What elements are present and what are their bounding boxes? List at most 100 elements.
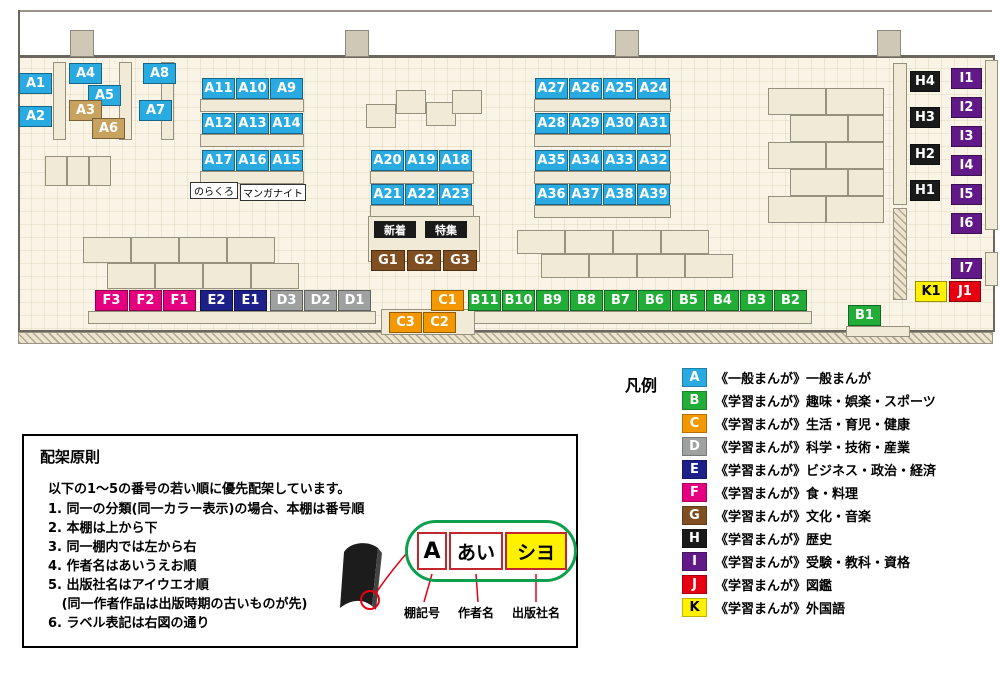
legend-item-F: F《学習まんが》食・料理 [682, 483, 936, 502]
principle-rule: 3. 同一棚内では左から右 [48, 540, 197, 555]
shelf-label-A23: A23 [439, 184, 472, 205]
legend-item-J: J《学習まんが》図鑑 [682, 575, 936, 594]
shelf-label-A34: A34 [569, 150, 602, 171]
shelf-label-H1: H1 [910, 180, 940, 201]
legend-category-label: 趣味・娯楽・スポーツ [806, 395, 936, 410]
shelf-block [790, 115, 848, 142]
shelf-block [893, 63, 907, 205]
shelf-label-A33: A33 [603, 150, 636, 171]
principles-intro: 以下の1〜5の番号の若い順に優先配架しています。 [48, 482, 351, 497]
shelf-block [200, 171, 304, 184]
shelf-label-A21: A21 [371, 184, 404, 205]
shelf-label-B7: B7 [604, 290, 637, 311]
shelf-label-H3: H3 [910, 107, 940, 128]
pillar [70, 30, 94, 57]
principle-rule: 2. 本棚は上から下 [48, 521, 158, 536]
shelf-label-C3: C3 [389, 312, 422, 333]
legend-category-label: 食・料理 [806, 487, 859, 502]
shelf-label-A31: A31 [637, 113, 670, 134]
legend-type: 《学習まんが》 [715, 510, 807, 525]
legend-key-H: H [682, 529, 707, 548]
shelf-block [848, 115, 884, 142]
pointer-line-author [475, 573, 479, 603]
shelf-block [227, 237, 275, 263]
label-diagram: A あい シヨ 棚記号 作者名 出版社名 [320, 508, 577, 643]
shelf-block [251, 263, 299, 289]
hatch-strip-bottom [18, 332, 993, 344]
shelf-label-A5: A5 [88, 85, 121, 106]
shelf-label-G1: G1 [371, 250, 405, 271]
author-box: あい [449, 532, 503, 570]
legend-type: 《学習まんが》 [715, 602, 807, 617]
legend-key-K: K [682, 598, 707, 617]
shelf-label-B6: B6 [638, 290, 671, 311]
shelf-label-A27: A27 [535, 78, 568, 99]
shelf-label-G3: G3 [443, 250, 477, 271]
sign-norakuro: のらくろ [190, 182, 238, 199]
shelf-label-A16: A16 [236, 150, 269, 171]
shelf-block [637, 254, 685, 278]
caption-publisher: 出版社名 [512, 606, 561, 620]
shelf-block [565, 230, 613, 254]
shelf-block [589, 254, 637, 278]
legend-item-C: C《学習まんが》生活・育児・健康 [682, 414, 936, 433]
label-outline [405, 520, 577, 582]
sign-new-arrivals: 新着 [374, 221, 416, 238]
shelf-label-A10: A10 [236, 78, 269, 99]
shelf-block [846, 326, 910, 337]
legend-type: 《学習まんが》 [715, 533, 807, 548]
legend-category-label: 歴史 [806, 533, 833, 548]
shelf-label-J1: J1 [949, 281, 981, 302]
shelf-label-G2: G2 [407, 250, 441, 271]
shelf-label-A1: A1 [19, 73, 52, 94]
shelf-label-A6: A6 [92, 118, 125, 139]
shelf-block [83, 237, 131, 263]
shelf-label-A22: A22 [405, 184, 438, 205]
shelf-block [452, 90, 482, 114]
shelf-block [848, 169, 884, 196]
legend-item-G: G《学習まんが》文化・音楽 [682, 506, 936, 525]
shelf-block [790, 169, 848, 196]
legend-type: 《学習まんが》 [715, 487, 807, 502]
caption-shelf-code: 棚記号 [404, 606, 441, 620]
legend-key-J: J [682, 575, 707, 594]
shelf-label-A39: A39 [637, 184, 670, 205]
legend-category-label: 文化・音楽 [806, 510, 872, 525]
principle-rule: 4. 作者名はあいうえお順 [48, 559, 197, 574]
legend-key-I: I [682, 552, 707, 571]
shelf-label-A13: A13 [236, 113, 269, 134]
shelf-label-I3: I3 [951, 126, 982, 147]
legend-items: A《一般まんが》一般まんが B《学習まんが》趣味・娯楽・スポーツ C《学習まんが》生… [682, 368, 936, 617]
shelf-label-A2: A2 [19, 106, 52, 127]
shelf-label-B5: B5 [672, 290, 705, 311]
shelf-block [985, 252, 998, 286]
shelf-code-box: A [417, 532, 447, 570]
shelf-label-B9: B9 [536, 290, 569, 311]
shelf-block [53, 62, 66, 140]
legend-item-B: B《学習まんが》趣味・娯楽・スポーツ [682, 391, 936, 410]
shelf-label-A18: A18 [439, 150, 472, 171]
shelf-label-A9: A9 [270, 78, 303, 99]
shelf-label-A12: A12 [202, 113, 235, 134]
shelf-block [107, 263, 155, 289]
shelf-block [203, 263, 251, 289]
wall-bottom [18, 330, 995, 332]
shelf-block [67, 156, 89, 186]
principle-rule: (同一作者作品は出版時期の古いものが先) [48, 597, 308, 612]
shelf-block [534, 99, 671, 112]
legend-item-A: A《一般まんが》一般まんが [682, 368, 936, 387]
hatch-strip-right [893, 208, 907, 300]
shelf-block [131, 237, 179, 263]
shelf-block [534, 134, 671, 147]
shelf-block [155, 263, 203, 289]
shelf-label-A26: A26 [569, 78, 602, 99]
shelf-label-B8: B8 [570, 290, 603, 311]
shelf-label-A20: A20 [371, 150, 404, 171]
shelf-block [88, 311, 376, 324]
shelf-label-A4: A4 [69, 63, 102, 84]
legend-category-label: ビジネス・政治・経済 [806, 464, 937, 479]
legend-key-C: C [682, 414, 707, 433]
